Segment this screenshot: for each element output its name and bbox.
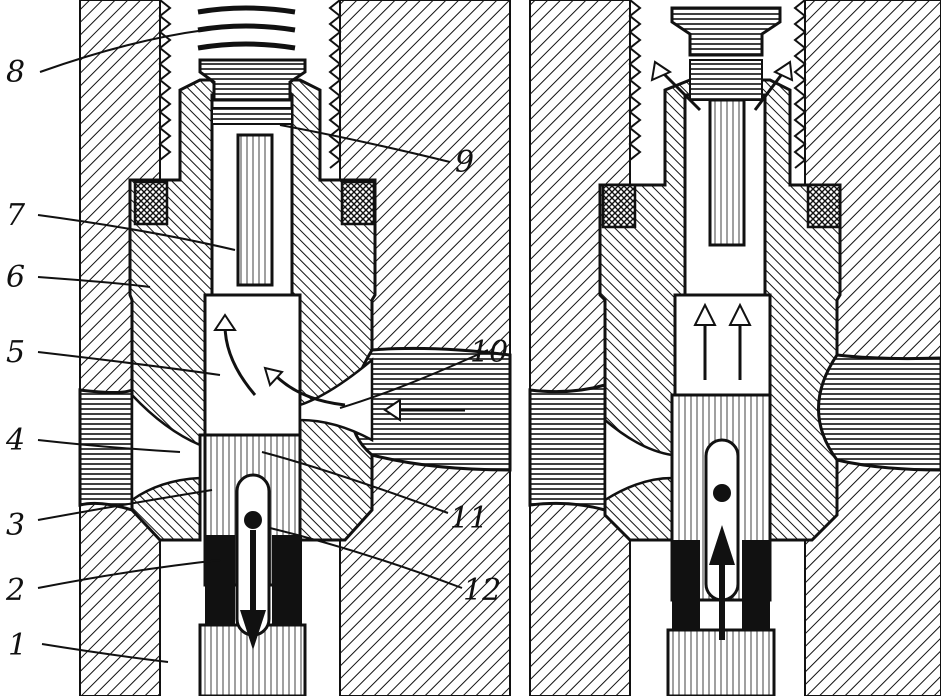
leader-6: [37, 276, 151, 288]
leader-3: [37, 489, 213, 521]
label-12: 12: [463, 573, 501, 608]
label-7: 7: [6, 198, 26, 233]
valve-chamber: [203, 293, 302, 437]
thread-right-2: [793, 0, 807, 169]
leader-10: [339, 349, 489, 409]
leader-8: [39, 29, 206, 73]
flow-arrow-in: [273, 373, 346, 407]
flow-arrow-up-head: [213, 313, 237, 331]
leader-7: [37, 214, 236, 251]
outlet-port-left: [78, 387, 134, 513]
leader-12: [269, 527, 463, 589]
label-8: 8: [6, 55, 25, 90]
leader-lines: [37, 29, 489, 663]
down-flow-arrow-head: [240, 610, 266, 650]
check-ball: [244, 511, 262, 529]
inlet-orifice: [298, 357, 374, 443]
up-arrow-2-head: [728, 302, 752, 326]
leader-2: [37, 559, 221, 589]
label-1: 1: [8, 628, 27, 663]
leader-4: [37, 439, 181, 453]
label-6: 6: [6, 260, 25, 295]
packing-ring-right: [340, 180, 376, 226]
leader-5: [37, 351, 221, 376]
valve-head-lifted: [670, 6, 782, 57]
label-11: 11: [450, 501, 488, 536]
flow-arrow-in-head: [263, 366, 284, 387]
leader-11: [261, 451, 449, 514]
piston-rod-2: [666, 628, 776, 696]
outlet-orifice: [130, 391, 202, 503]
up-flow-arrow-head: [709, 525, 735, 565]
seal-left: [205, 535, 235, 625]
seal-right: [272, 535, 302, 625]
label-4: 4: [5, 423, 25, 458]
packing-ring-left-2: [601, 183, 637, 229]
up-arrow-1-head: [693, 302, 717, 326]
spring: [197, 5, 296, 51]
thread-right: [328, 0, 342, 169]
label-3: 3: [6, 508, 25, 543]
seal-left-2: [672, 540, 700, 630]
inlet-arrow-head: [383, 398, 401, 422]
flow-arrow-up: [223, 324, 257, 396]
packing-ring-left: [133, 180, 169, 226]
valve-guide-2: [708, 98, 746, 247]
valve-chamber-2: [673, 293, 772, 397]
escape-arrow-left-head: [650, 60, 673, 82]
seal-right-2: [742, 540, 770, 630]
inlet-port-right-2: [817, 353, 941, 472]
leader-9: [279, 124, 451, 163]
right-figure: [528, 0, 941, 696]
label-10: 10: [470, 335, 508, 370]
valve-head: [198, 58, 307, 102]
valve-guide: [236, 133, 274, 287]
label-9: 9: [455, 145, 474, 180]
seat-ring: [211, 107, 293, 125]
leader-1: [41, 643, 169, 663]
label-5: 5: [6, 335, 25, 370]
thread-left: [158, 0, 172, 161]
check-ball-2: [713, 484, 731, 502]
outlet-port-left-2: [528, 383, 607, 512]
packing-ring-right-2: [806, 183, 842, 229]
thread-left-2: [628, 0, 642, 161]
label-2: 2: [5, 573, 25, 608]
left-figure: [78, 0, 512, 696]
valve-stem-rings: [689, 59, 763, 101]
escape-arrow-right-head: [772, 60, 794, 82]
